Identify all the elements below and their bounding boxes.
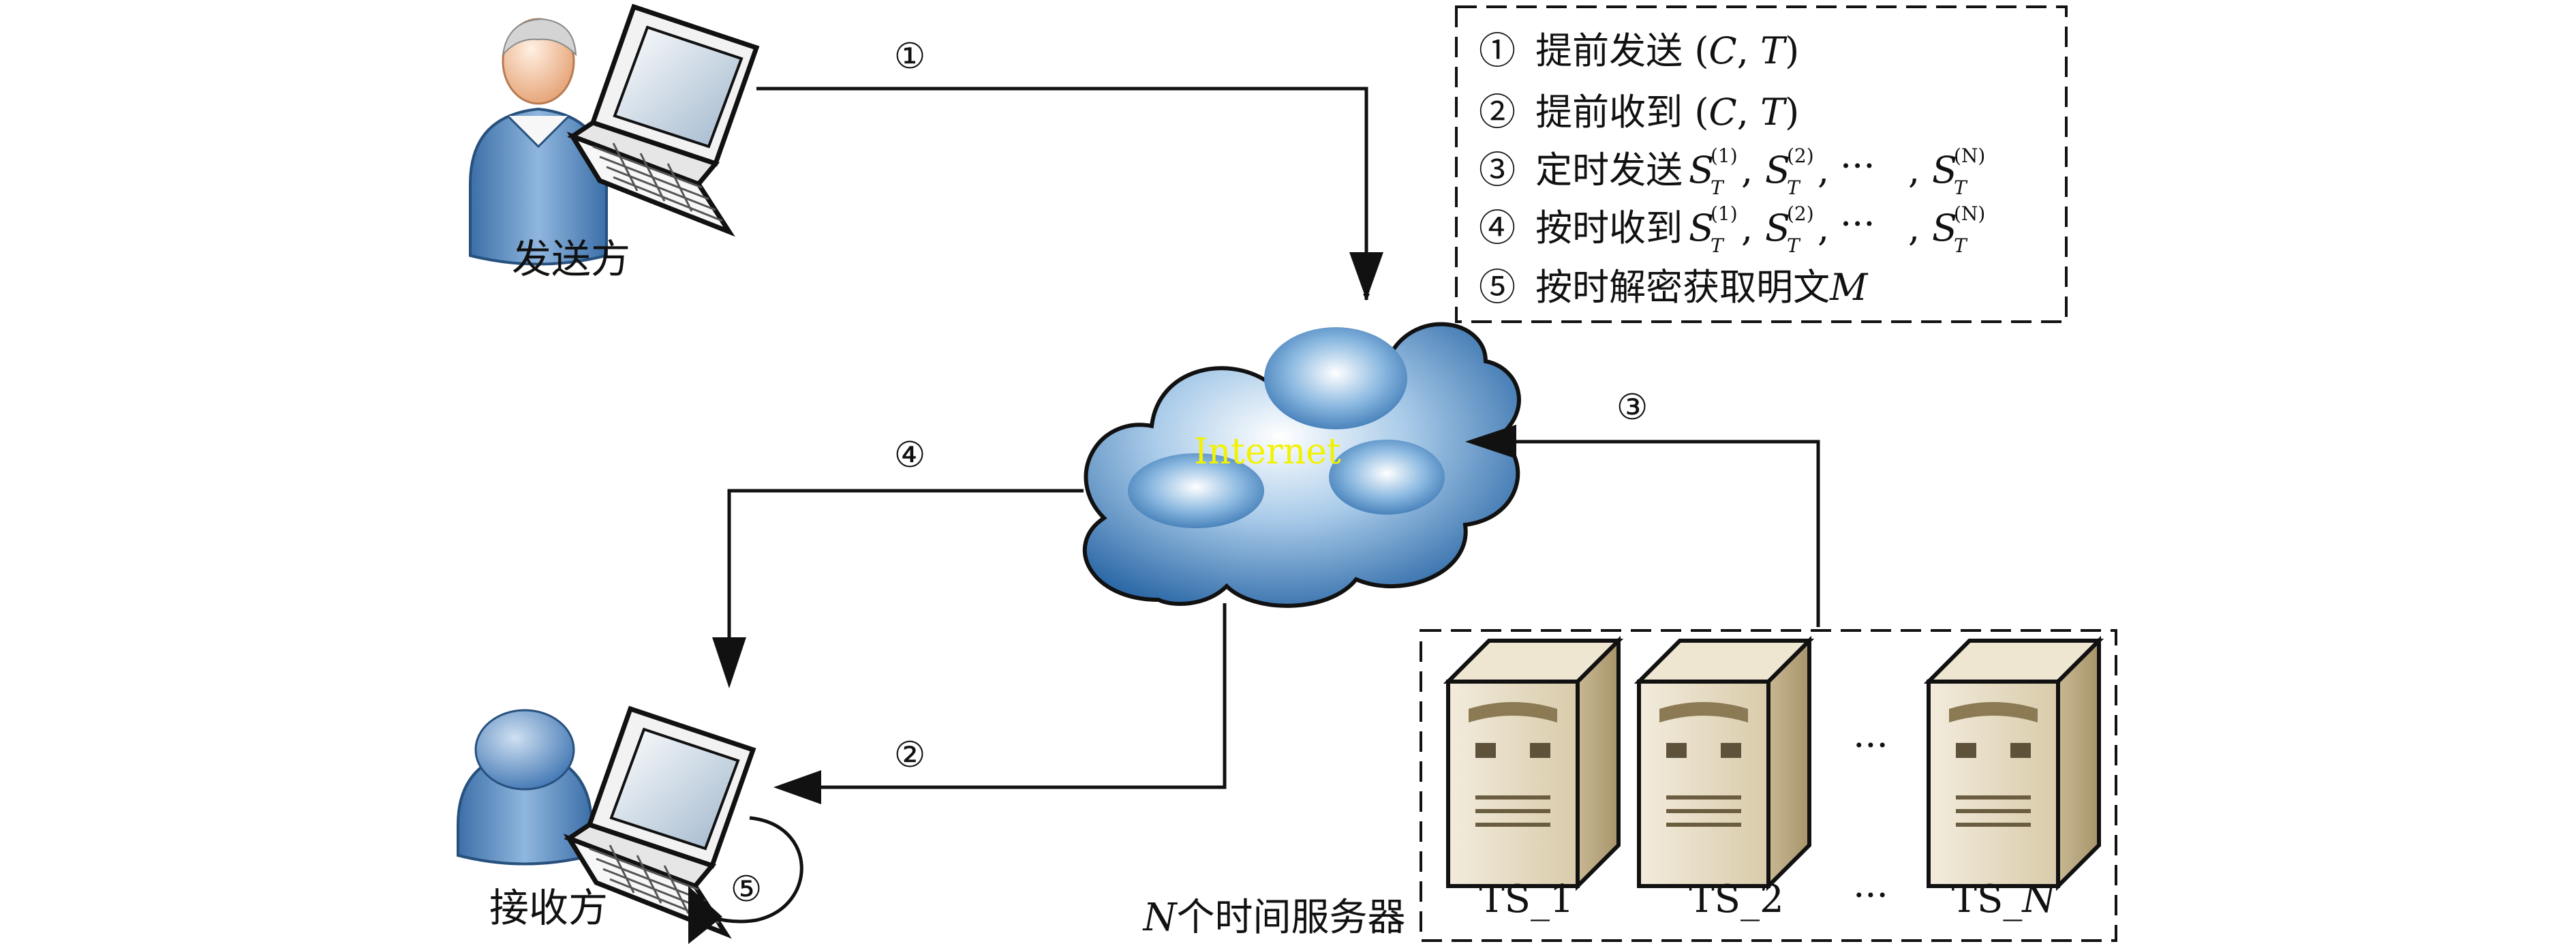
server-n-icon xyxy=(1929,641,2099,886)
svg-text:S: S xyxy=(1932,149,1957,192)
svg-text:,: , xyxy=(1741,207,1753,249)
receiver-person-icon xyxy=(457,709,593,866)
servers-ellipsis-top: ··· xyxy=(1853,724,1888,767)
svg-text:(1): (1) xyxy=(1711,144,1738,167)
svg-text:S: S xyxy=(1932,207,1957,249)
svg-text:(N): (N) xyxy=(1954,144,1985,167)
legend-item-1: ① 提前发送 (C, T) xyxy=(1479,29,1799,72)
svg-text:(N): (N) xyxy=(1954,202,1985,225)
svg-text:T: T xyxy=(1711,234,1725,257)
svg-text:,: , xyxy=(1908,149,1920,192)
step3-label: ③ xyxy=(1616,387,1649,428)
servers-ellipsis-bottom: ··· xyxy=(1853,874,1888,917)
step2-label: ② xyxy=(894,735,926,776)
svg-text:T: T xyxy=(1954,234,1968,257)
svg-text:④ 按时收到: ④ 按时收到 xyxy=(1479,207,1683,249)
legend-item-3: ③ 定时发送 S (1) T , S (2) T , ··· , S (N) T xyxy=(1479,144,1985,199)
svg-text:⑤ 按时解密获取明文M: ⑤ 按时解密获取明文M xyxy=(1479,266,1869,309)
step1-label: ① xyxy=(894,36,926,77)
svg-text:① 提前发送 (C, T): ① 提前发送 (C, T) xyxy=(1479,29,1799,72)
svg-text:③ 定时发送: ③ 定时发送 xyxy=(1479,149,1683,192)
sender-person-icon xyxy=(469,18,608,266)
svg-text:,: , xyxy=(1741,149,1753,192)
arrow-step5 xyxy=(701,816,803,924)
svg-text:(2): (2) xyxy=(1787,202,1814,225)
step5-label: ⑤ xyxy=(731,869,763,910)
arrow-step2 xyxy=(818,603,1227,789)
sender-label: 发送方 xyxy=(512,236,630,282)
legend-item-5: ⑤ 按时解密获取明文M xyxy=(1479,266,1869,309)
svg-text:···: ··· xyxy=(1840,144,1875,187)
svg-text:S: S xyxy=(1765,207,1790,249)
legend-item-2: ② 提前收到 (C, T) xyxy=(1479,91,1799,134)
server-1-icon xyxy=(1448,641,1619,886)
svg-text:T: T xyxy=(1954,177,1968,199)
ts2-label: TS_2 xyxy=(1689,877,1783,922)
arrow-step4 xyxy=(727,489,1084,682)
servers-group-label: N个时间服务器 xyxy=(1142,896,1406,940)
svg-text:S: S xyxy=(1765,149,1790,192)
svg-text:,: , xyxy=(1818,149,1829,192)
legend-item-4: ④ 按时收到 S (1) T , S (2) T , ··· , S (N) T xyxy=(1479,202,1985,257)
svg-text:S: S xyxy=(1689,207,1714,249)
svg-text:(2): (2) xyxy=(1787,144,1814,167)
svg-text:(1): (1) xyxy=(1711,202,1738,225)
tsn-label: TS_N xyxy=(1952,877,2057,922)
server-2-icon xyxy=(1639,641,1809,886)
legend-box: ① 提前发送 (C, T) ② 提前收到 (C, T) ③ 定时发送 S (1)… xyxy=(1455,5,2068,323)
internet-cloud-icon: Internet xyxy=(1082,322,1521,608)
svg-text:S: S xyxy=(1689,149,1714,192)
svg-text:T: T xyxy=(1787,177,1801,199)
ts1-label: TS_1 xyxy=(1479,877,1574,922)
svg-text:,: , xyxy=(1908,207,1920,249)
internet-label: Internet xyxy=(1194,431,1341,472)
svg-text:···: ··· xyxy=(1840,202,1875,245)
svg-text:② 提前收到 (C, T): ② 提前收到 (C, T) xyxy=(1479,91,1799,134)
svg-text:T: T xyxy=(1787,234,1801,257)
step4-label: ④ xyxy=(894,435,926,476)
svg-text:T: T xyxy=(1711,177,1725,199)
arrow-step1 xyxy=(756,87,1370,301)
time-servers-group: ··· TS_1 TS_2 ··· TS_N xyxy=(1420,629,2117,942)
svg-text:,: , xyxy=(1818,207,1829,249)
receiver-label: 接收方 xyxy=(489,885,608,931)
arrow-step3 xyxy=(1513,440,1820,627)
